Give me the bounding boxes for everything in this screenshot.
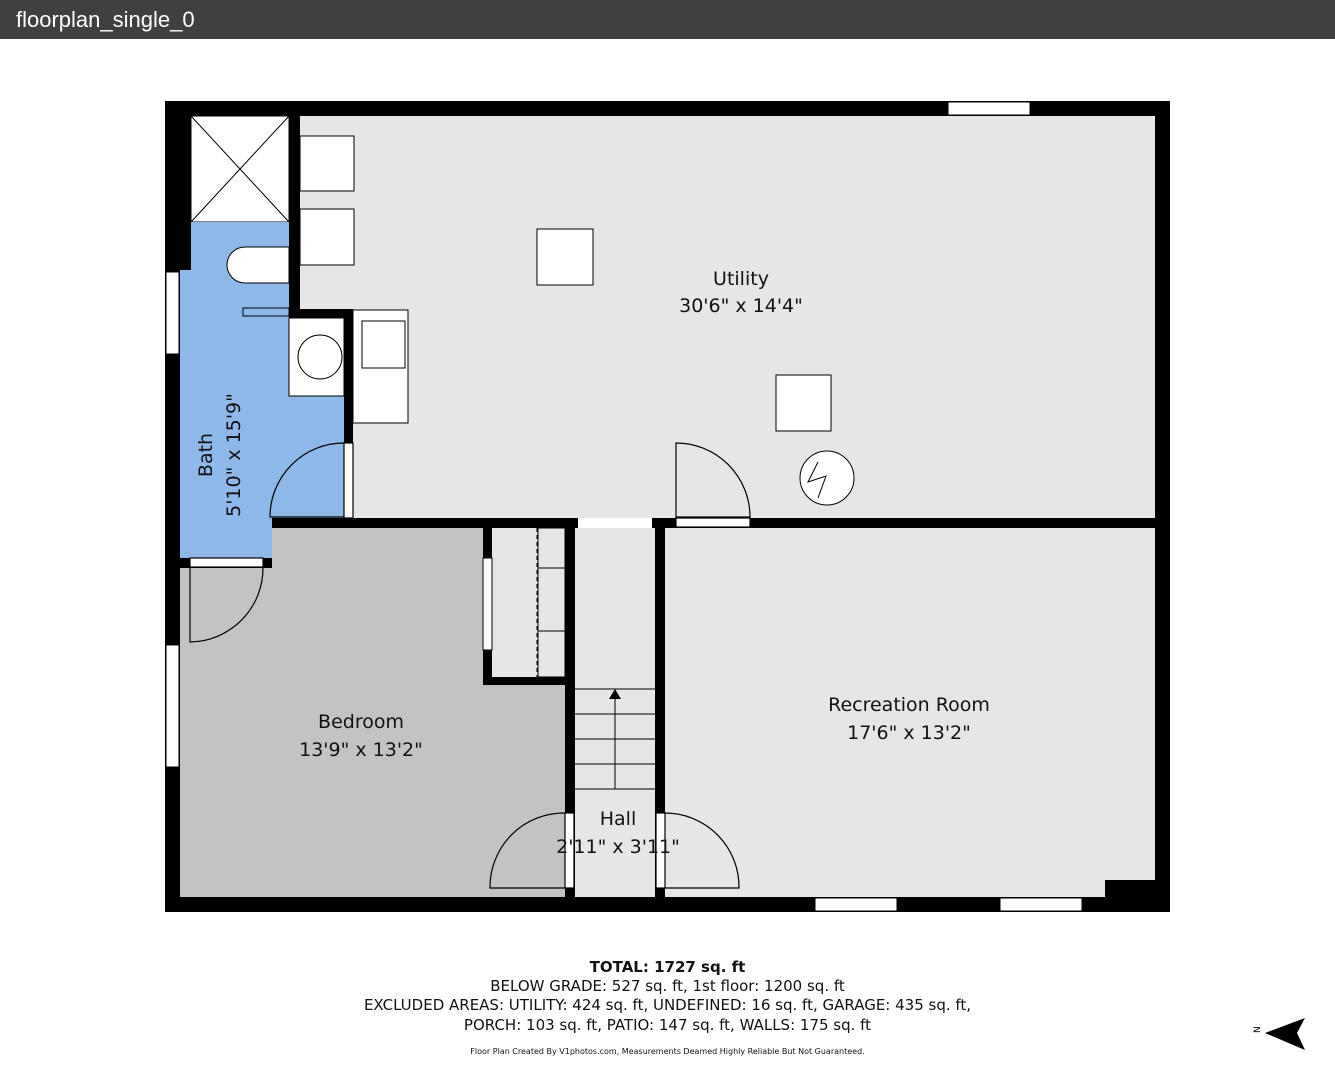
area-line-3: PORCH: 103 sq. ft, PATIO: 147 sq. ft, WA… (463, 1016, 872, 1034)
bedroom-size: 13'9" x 13'2" (299, 739, 423, 761)
recreation-name: Recreation Room (828, 694, 990, 716)
fixtures (226, 135, 855, 506)
area-line-1: BELOW GRADE: 527 sq. ft, 1st floor: 1200… (490, 977, 845, 995)
svg-text:N: N (1253, 1026, 1263, 1033)
total-area: TOTAL: 1727 sq. ft (589, 958, 746, 976)
windows (165, 101, 1083, 912)
bedroom-room (180, 528, 565, 897)
utility-name: Utility (713, 268, 769, 290)
area-line-2: EXCLUDED AREAS: UTILITY: 424 sq. ft, UND… (363, 996, 972, 1014)
credit-text: Floor Plan Created By V1photos.com, Meas… (470, 1047, 865, 1056)
bath-size: 5'10" x 15'9" (223, 393, 245, 517)
recreation-room (665, 528, 1155, 897)
utility-size: 30'6" x 14'4" (679, 295, 803, 317)
bath-name: Bath (195, 433, 217, 477)
closet-shelves (536, 527, 566, 678)
window-title: floorplan_single_0 (0, 0, 1335, 39)
stair-arrow-icon (609, 689, 621, 699)
doors (189, 442, 751, 889)
hall-name: Hall (600, 808, 637, 830)
recreation-size: 17'6" x 13'2" (847, 722, 971, 744)
bath-room (180, 222, 344, 558)
bedroom-name: Bedroom (318, 711, 404, 733)
north-compass-icon: N (1253, 1018, 1305, 1050)
utility-room (300, 116, 1155, 518)
closet (492, 528, 565, 677)
hall-size: 2'11" x 3'11" (556, 836, 680, 858)
